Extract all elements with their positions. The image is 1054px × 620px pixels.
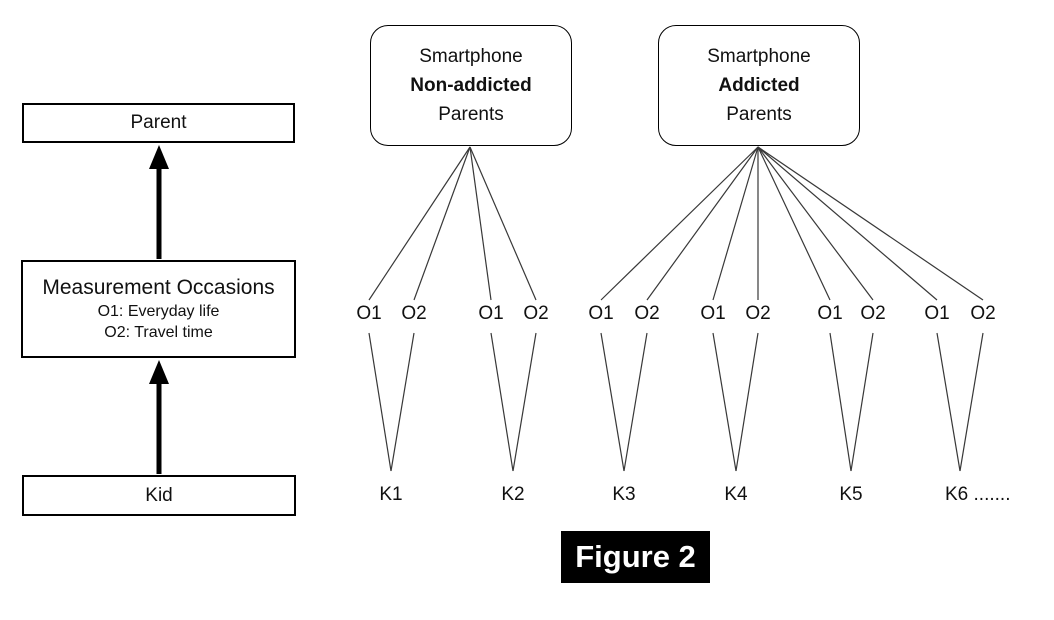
measurement-occasions-title: Measurement Occasions	[42, 276, 275, 299]
kid-box: Kid	[22, 475, 296, 516]
occasion-label-k6-o1: O1	[924, 303, 950, 324]
fan-nonaddicted-lines	[368, 146, 537, 301]
occasion-label-k2-o1: O1	[478, 303, 504, 324]
occasion-label-k4-o1: O1	[700, 303, 726, 324]
figure-caption-text: Figure 2	[575, 539, 696, 574]
occasion-label-k4-o2: O2	[745, 303, 771, 324]
occasion-label-k1-o2: O2	[401, 303, 427, 324]
arrow-occasions-to-parent	[149, 145, 169, 259]
kid-label-k2: K2	[501, 484, 525, 505]
kid-label-k3: K3	[612, 484, 636, 505]
occasion-label-k1-o1: O1	[356, 303, 382, 324]
nonaddicted-line2: Non-addicted	[410, 75, 532, 96]
addicted-line3: Parents	[726, 104, 792, 125]
occasion-to-kid-lines	[368, 332, 984, 472]
occasion-label-k5-o2: O2	[860, 303, 886, 324]
occasion-label-k3-o1: O1	[588, 303, 614, 324]
addicted-line2: Addicted	[718, 75, 800, 96]
figure-caption: Figure 2	[561, 531, 710, 583]
occasion-label-k5-o1: O1	[817, 303, 843, 324]
addicted-parents-box: Smartphone Addicted Parents	[658, 25, 860, 146]
kid-box-label: Kid	[145, 484, 173, 506]
kid-label-k6: K6 .......	[945, 484, 1011, 505]
parent-box-label: Parent	[130, 112, 187, 133]
occasion-1-definition: O1: Everyday life	[97, 303, 220, 320]
nonaddicted-line3: Parents	[438, 104, 504, 125]
occasion-2-definition: O2: Travel time	[104, 324, 213, 341]
kid-label-k1: K1	[379, 484, 403, 505]
nonaddicted-parents-box: Smartphone Non-addicted Parents	[370, 25, 572, 146]
occasion-label-k2-o2: O2	[523, 303, 549, 324]
occasion-label-k3-o2: O2	[634, 303, 660, 324]
kid-label-k5: K5	[839, 484, 863, 505]
fan-addicted-lines	[600, 146, 984, 301]
addicted-line1: Smartphone	[707, 46, 811, 67]
kid-label-k4: K4	[724, 484, 748, 505]
parent-box: Parent	[22, 103, 295, 143]
occasion-label-k6-o2: O2	[970, 303, 996, 324]
nonaddicted-line1: Smartphone	[419, 46, 523, 67]
arrow-kid-to-occasions	[149, 360, 169, 474]
measurement-occasions-box: Measurement Occasions O1: Everyday life …	[21, 260, 296, 358]
